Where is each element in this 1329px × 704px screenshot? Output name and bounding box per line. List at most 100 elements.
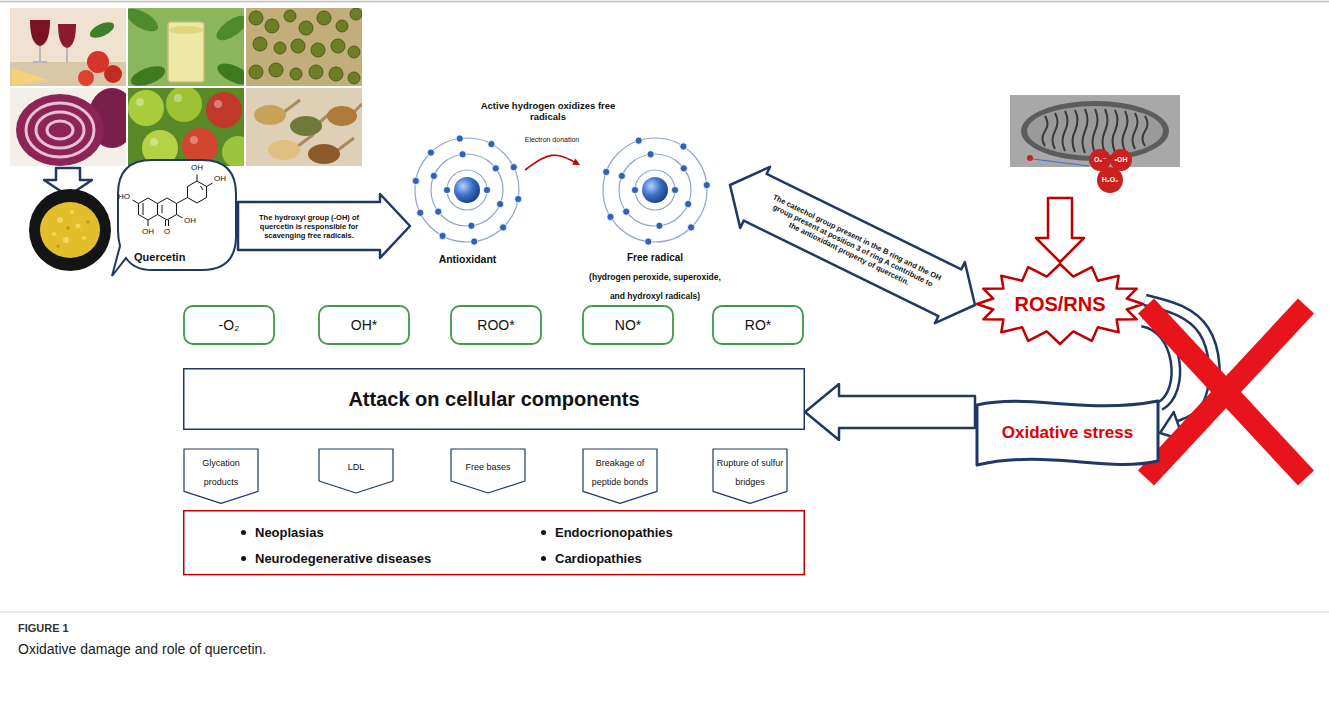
mitochondrion-micrograph	[1033, 159, 1089, 166]
electron	[685, 200, 692, 207]
electron	[468, 222, 475, 229]
atom-drawing	[412, 135, 522, 245]
block-arrow	[730, 167, 975, 323]
food-photo-apples	[150, 138, 158, 146]
food-photo-wine	[12, 68, 48, 86]
food-photo-apples	[174, 94, 182, 102]
starburst-box: ROS/RNS	[975, 262, 1145, 346]
food-photo-apples	[206, 92, 242, 128]
electron	[488, 140, 495, 147]
ros-down-arrow	[1036, 198, 1084, 262]
node-text: ROO*	[477, 317, 514, 333]
connector-group	[805, 384, 975, 440]
food-photo-apples	[128, 90, 164, 126]
node-text: Free bases	[465, 462, 510, 472]
electron	[459, 151, 466, 158]
food-photo-capers	[249, 8, 362, 84]
target-arrow-box: Free bases	[450, 448, 526, 494]
connector-group	[730, 167, 975, 323]
electron	[703, 181, 710, 188]
food-photo-spices	[308, 144, 340, 164]
radical-box: OH*	[318, 305, 410, 345]
bullet-dot	[541, 530, 546, 535]
food-photo-capers	[284, 10, 296, 22]
text-line: Endocrionopathies	[541, 522, 805, 541]
food-photo-capers	[249, 11, 263, 25]
food-photo-onion	[26, 103, 94, 157]
text-line: Neoplasias	[241, 522, 541, 541]
connector-group	[525, 155, 580, 170]
food-photo-apples	[214, 100, 222, 108]
food-photo-onion	[16, 94, 104, 166]
connector-group	[238, 194, 410, 258]
node-text: Rupture of sulfur bridges	[717, 458, 784, 487]
food-photo-tea	[213, 11, 244, 45]
arrow-text: The hydroxyl group (-OH) of quercetin is…	[245, 213, 373, 240]
food-photo-capers	[309, 65, 323, 79]
text-line: ROS/RNS	[1014, 292, 1105, 316]
node-text: Antioxidant	[439, 253, 497, 265]
mitochondrion-micrograph	[1103, 109, 1108, 153]
node-content: ROO*	[450, 305, 542, 345]
electron	[443, 186, 450, 193]
red-cross	[1146, 306, 1306, 478]
food-photo-apples	[136, 94, 222, 146]
text-line: Neurodegenerative diseases	[241, 548, 541, 567]
bond-line	[133, 200, 139, 204]
ros-down-arrow	[1036, 198, 1084, 262]
chevron-outline	[713, 449, 787, 503]
text-line: Quercetin	[134, 246, 232, 265]
food-photo-spices	[284, 100, 300, 112]
electron	[515, 195, 522, 202]
rounded-outline	[184, 306, 274, 344]
block-arrow	[805, 384, 975, 440]
red-cross	[1146, 306, 1306, 478]
food-photo-apples	[136, 98, 144, 106]
mitochondrion-micrograph	[1043, 109, 1148, 153]
mitochondrion-micrograph	[1083, 109, 1088, 153]
box-outline	[184, 369, 805, 430]
food-photo-apples	[222, 136, 244, 166]
atom-drawing	[603, 137, 711, 245]
atom-illustration: Antioxidant	[410, 130, 525, 269]
rounded-outline	[451, 306, 541, 344]
target-arrow-box: Breakage of peptide bonds	[582, 448, 658, 504]
annotation-text: Active hydrogen oxidizes free radicals	[468, 101, 628, 123]
quercetin-powder	[66, 226, 70, 230]
node-content: -O₂	[183, 305, 275, 345]
bullet-dot	[541, 556, 546, 561]
radical-box: ROO*	[450, 305, 542, 345]
node-content: Free radical(hydrogen peroxide, superoxi…	[580, 130, 730, 306]
text-line: (hydrogen peroxide, superoxide, and hydr…	[582, 265, 728, 303]
text-line: OH*	[351, 315, 377, 334]
food-photo-capers	[317, 11, 331, 25]
electron	[688, 224, 695, 231]
mitochondrion-micrograph	[1123, 111, 1128, 151]
food-photo-capers	[350, 8, 362, 20]
electron	[439, 232, 446, 239]
text-line: NO*	[615, 315, 641, 334]
arrow-label: Electron donation	[523, 136, 581, 144]
starburst-outline	[977, 264, 1143, 344]
quercetin-powder	[63, 237, 69, 243]
food-photo-apples	[190, 136, 198, 144]
quercetin-structure	[133, 175, 213, 227]
figure-caption: Oxidative damage and role of quercetin.	[18, 641, 266, 657]
quercetin-powder	[86, 220, 90, 224]
figure-frame	[0, 1, 1329, 3]
target-arrow-box: Rupture of sulfur bridges	[712, 448, 788, 504]
text-line: Free radical	[582, 246, 728, 265]
food-photo-spices	[254, 105, 286, 125]
text-line: Glycation products	[186, 451, 256, 489]
node-text: Breakage of peptide bonds	[592, 458, 649, 487]
food-photo-capers	[348, 46, 360, 58]
food-photo-capers	[311, 43, 325, 57]
ros-molecules	[1097, 167, 1123, 193]
chevron-outline	[583, 449, 657, 503]
electron	[427, 149, 434, 156]
text-line: Breakage of peptide bonds	[585, 451, 655, 489]
node-content: Glycation products	[183, 448, 259, 492]
orbit	[447, 170, 487, 210]
electron	[435, 208, 442, 215]
quercetin-powder	[29, 189, 111, 271]
